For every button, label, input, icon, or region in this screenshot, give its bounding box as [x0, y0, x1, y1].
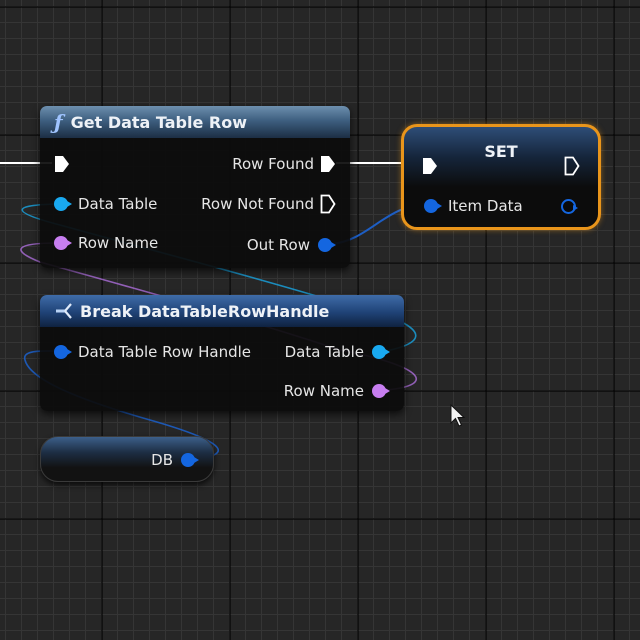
pin-label: Data Table: [284, 343, 364, 361]
struct-pin-icon: [181, 453, 199, 467]
pin-label: Data Table: [78, 195, 158, 213]
pin-label: Item Data: [448, 197, 523, 215]
mouse-cursor-icon: [450, 404, 466, 427]
break-struct-icon: [56, 303, 72, 319]
get-data-table-row-node[interactable]: ƒ Get Data Table Row Row Found Data Tabl…: [40, 106, 350, 268]
row-name-input-pin[interactable]: Row Name: [54, 231, 164, 255]
item-data-input-pin[interactable]: Item Data: [424, 194, 529, 218]
data-table-pin-icon: [372, 345, 390, 359]
exec-pin-icon: [423, 158, 437, 174]
exec-pin-icon: [55, 156, 69, 172]
item-data-output-pin[interactable]: [561, 194, 578, 218]
exec-in-pin[interactable]: [422, 154, 438, 178]
struct-pin-icon: [318, 238, 336, 252]
break-datatablerowhandle-node[interactable]: Break DataTableRowHandle Data Table Row …: [40, 295, 404, 411]
set-node[interactable]: SET Item Data: [401, 124, 601, 230]
row-not-found-pin[interactable]: Row Not Found: [195, 192, 336, 216]
struct-pin-icon: [54, 345, 72, 359]
struct-pin-icon: [424, 199, 442, 213]
node-title: Get Data Table Row: [70, 112, 248, 132]
db-output-pin[interactable]: DB: [145, 448, 199, 472]
pin-label: Data Table Row Handle: [78, 343, 251, 361]
data-table-pin-icon: [54, 197, 72, 211]
data-table-row-handle-input-pin[interactable]: Data Table Row Handle: [54, 340, 257, 364]
name-pin-icon: [372, 384, 390, 398]
exec-pin-icon: [321, 156, 335, 172]
db-variable-node[interactable]: DB: [40, 436, 214, 482]
pin-label: Row Name: [78, 234, 159, 252]
data-table-input-pin[interactable]: Data Table: [54, 192, 163, 216]
pin-label: Row Not Found: [201, 195, 314, 213]
row-name-output-pin[interactable]: Row Name: [278, 379, 390, 403]
node-title: Break DataTableRowHandle: [80, 301, 330, 321]
node-title: SET: [484, 142, 518, 161]
exec-pin-outline-icon: [564, 156, 580, 176]
node-header[interactable]: Break DataTableRowHandle: [40, 295, 404, 327]
function-icon: ƒ: [54, 110, 63, 134]
node-header[interactable]: ƒ Get Data Table Row: [40, 106, 350, 138]
data-table-output-pin[interactable]: Data Table: [279, 340, 390, 364]
pin-label: Row Name: [283, 382, 364, 400]
variable-label: DB: [151, 451, 173, 469]
pin-label: Row Found: [232, 155, 314, 173]
exec-pin-outline-icon: [320, 194, 336, 214]
out-row-pin[interactable]: Out Row: [241, 233, 336, 257]
exec-in-pin[interactable]: [54, 152, 70, 176]
row-found-pin[interactable]: Row Found: [226, 152, 336, 176]
exec-out-pin[interactable]: [564, 154, 580, 178]
struct-pin-outline-icon: [561, 198, 578, 214]
pin-label: Out Row: [246, 236, 310, 254]
name-pin-icon: [54, 236, 72, 250]
